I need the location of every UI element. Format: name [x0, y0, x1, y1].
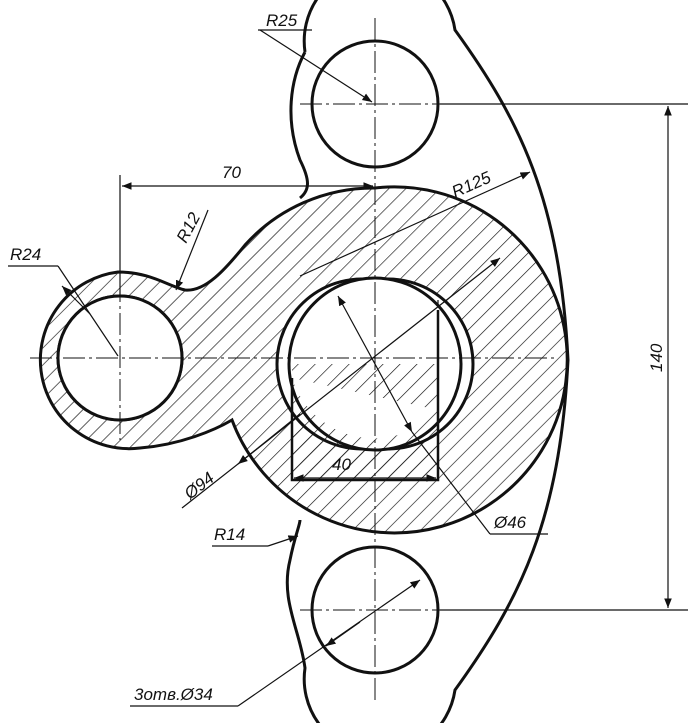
dim-70-label: 70 — [222, 163, 241, 182]
r25-label: R25 — [266, 11, 298, 30]
d94-arrow-back — [237, 413, 301, 465]
d46-leader — [411, 431, 491, 535]
r24-arrow-tip — [61, 285, 91, 315]
r12-label: R12 — [173, 209, 205, 246]
d94-label: Ø94 — [180, 468, 218, 503]
d46-diameter — [337, 295, 413, 433]
dim-140-label: 140 — [647, 343, 666, 372]
r125-leader — [299, 171, 531, 277]
holes-label: 3отв.Ø34 — [134, 685, 213, 704]
r12-leader — [175, 209, 209, 291]
holes-arrow-back — [325, 621, 361, 647]
r125-label: R125 — [449, 168, 494, 202]
r24-label: R24 — [10, 245, 41, 264]
r14-label: R14 — [214, 525, 245, 544]
dim-40-label: 40 — [332, 455, 351, 474]
r24-arrow — [57, 265, 119, 357]
d46-label: Ø46 — [493, 513, 527, 532]
r25-arrow — [259, 29, 373, 103]
r14-arrow — [267, 535, 299, 547]
